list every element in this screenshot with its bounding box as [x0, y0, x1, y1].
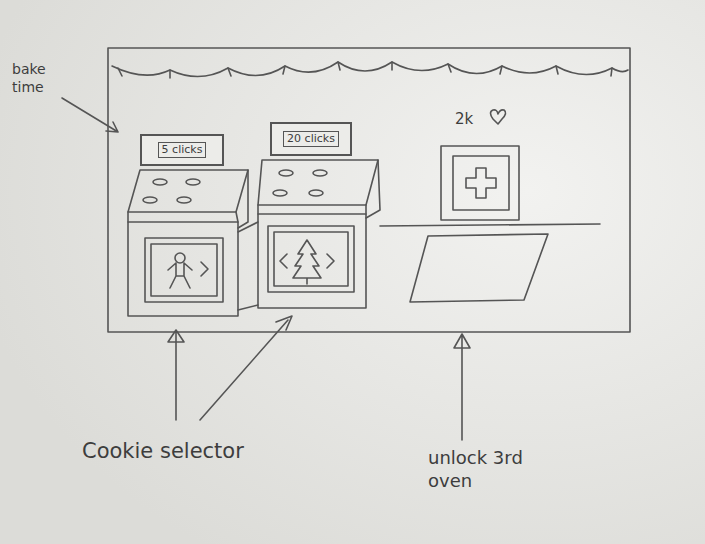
bunting-flags [118, 62, 612, 78]
burner [153, 179, 167, 185]
oven-top [258, 160, 378, 205]
burner [313, 170, 327, 176]
burner [279, 170, 293, 176]
oven-front [258, 214, 366, 308]
handwritten-note: unlock 3rd oven [428, 446, 538, 492]
burner [143, 197, 157, 203]
burner [273, 190, 287, 196]
chevron-left [280, 254, 287, 268]
click-count-tag: 20 clicks [270, 122, 352, 156]
click-count-tag: 5 clicks [140, 134, 224, 166]
chevron-right [201, 262, 208, 276]
burner [309, 190, 323, 196]
click-count-text: 5 clicks [158, 142, 207, 158]
unlock-button-inner [453, 156, 509, 210]
floor-line [380, 224, 600, 226]
oven-side [128, 170, 248, 228]
oven-join [238, 222, 258, 310]
leader-arrow [62, 98, 118, 132]
burner [177, 197, 191, 203]
oven-top [128, 170, 248, 212]
oven-front [128, 222, 238, 316]
handwritten-note: 2k [455, 110, 495, 129]
leader-arrow [168, 330, 184, 420]
bunting-string [112, 62, 628, 77]
chevron-right [327, 254, 334, 268]
oven-side [258, 160, 380, 218]
handwritten-note: Cookie selector [82, 438, 292, 464]
oven-window-inner [274, 232, 348, 286]
unlock-button [441, 146, 519, 220]
screen-frame [108, 48, 630, 332]
leader-arrow [454, 334, 470, 440]
cookie-icon [175, 253, 185, 263]
handwritten-note: bake time [12, 60, 72, 96]
plus-icon [466, 168, 496, 198]
oven-window [268, 226, 354, 292]
leader-arrow [200, 316, 292, 420]
heart-icon [491, 110, 506, 124]
cookie-icon [293, 240, 321, 284]
oven-window-inner [151, 244, 217, 296]
click-count-text: 20 clicks [283, 131, 339, 147]
oven-window [145, 238, 223, 302]
burner [186, 179, 200, 185]
cookie-icon [168, 263, 192, 288]
empty-oven-slot [410, 234, 548, 302]
